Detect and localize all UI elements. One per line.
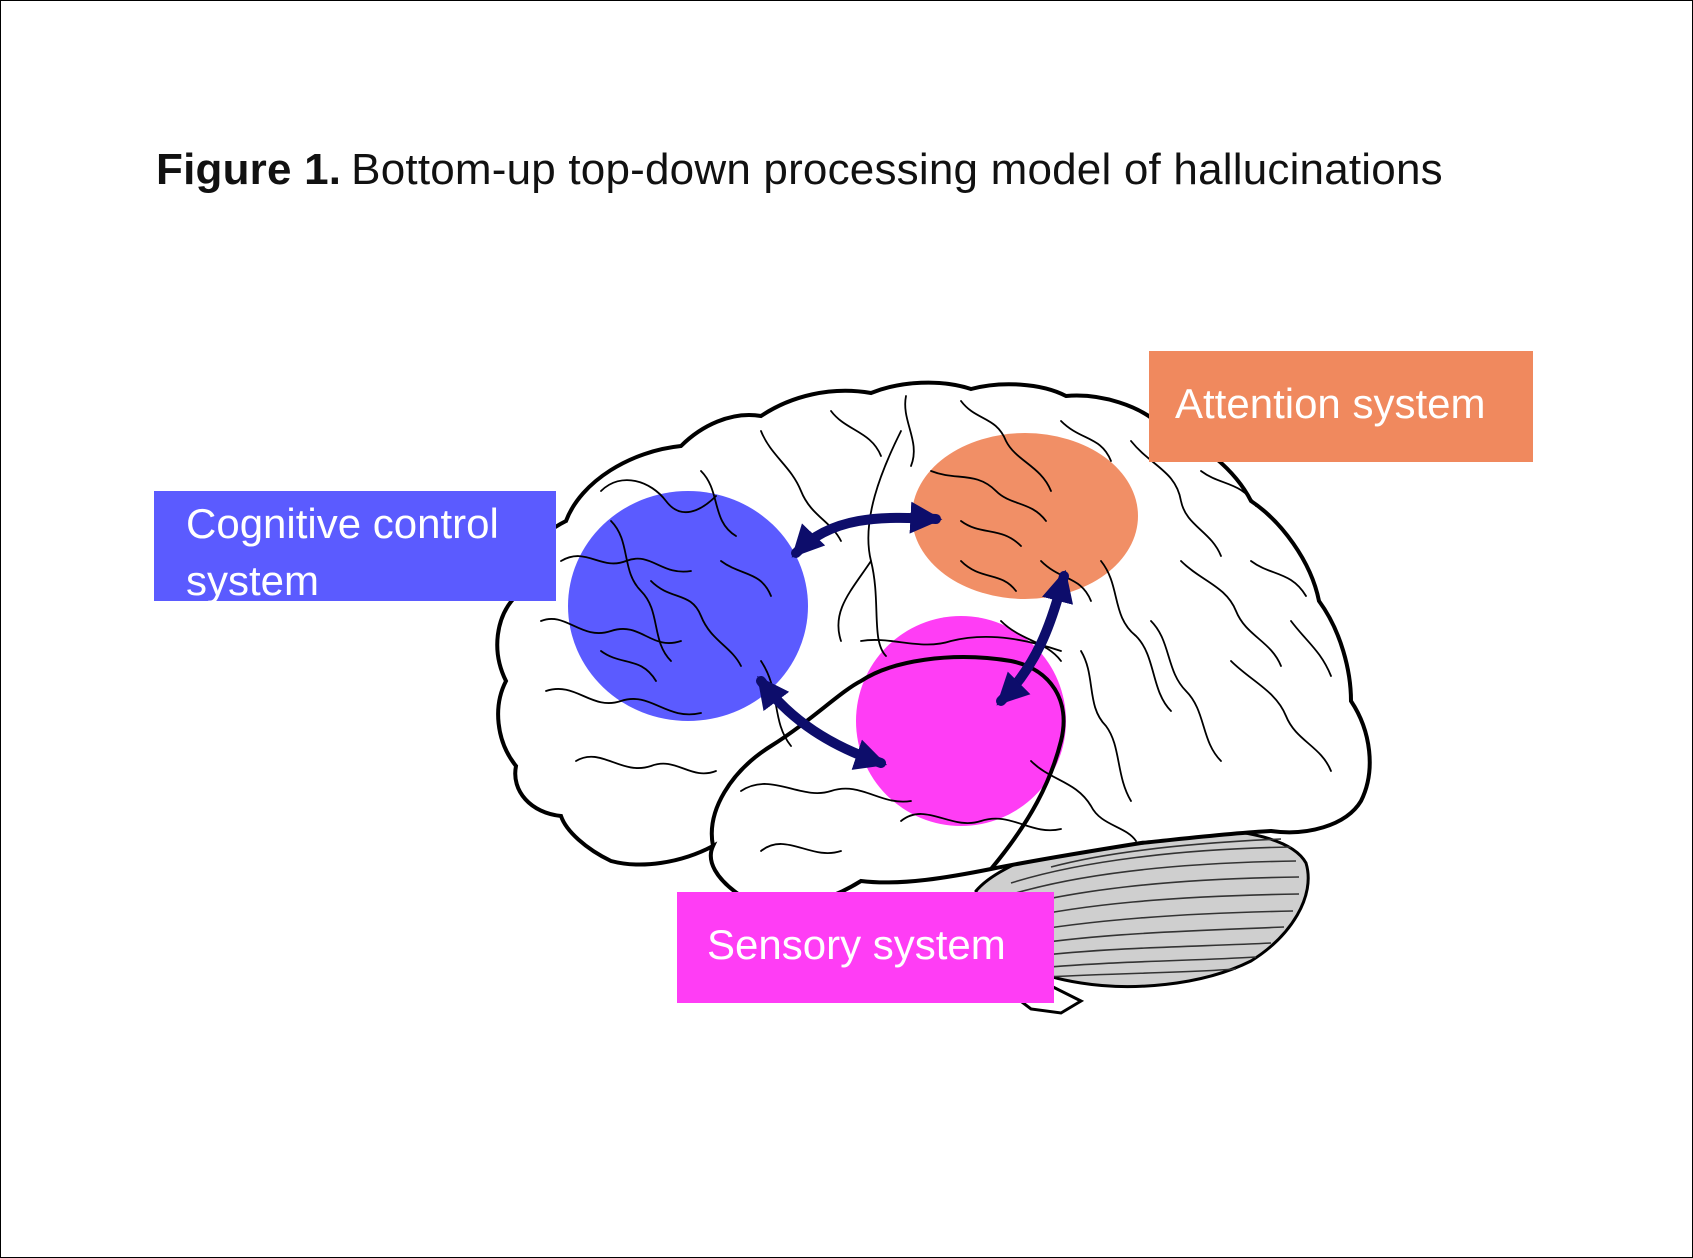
attention-system-label: Attention system xyxy=(1149,351,1533,462)
attention-label-text: Attention system xyxy=(1175,380,1486,427)
arrow-cognitive-sensory xyxy=(756,675,888,770)
cognitive-region xyxy=(568,491,808,721)
attention-region xyxy=(912,433,1138,599)
arrow-attention-sensory xyxy=(996,569,1074,706)
arrow-cognitive-attention xyxy=(791,501,943,558)
figure-caption: Figure 1.Bottom-up top-down processing m… xyxy=(156,145,1443,195)
sensory-system-label: Sensory system xyxy=(677,892,1054,1003)
cognitive-label-line1: Cognitive control xyxy=(186,500,499,547)
cognitive-label-line2: system xyxy=(186,557,320,604)
figure-title: Bottom-up top-down processing model of h… xyxy=(351,145,1443,194)
cognitive-control-label: Cognitive control system xyxy=(154,491,556,604)
figure-label: Figure 1. xyxy=(156,145,342,194)
connection-arrows xyxy=(756,501,1074,770)
sensory-label-text: Sensory system xyxy=(707,921,1006,968)
